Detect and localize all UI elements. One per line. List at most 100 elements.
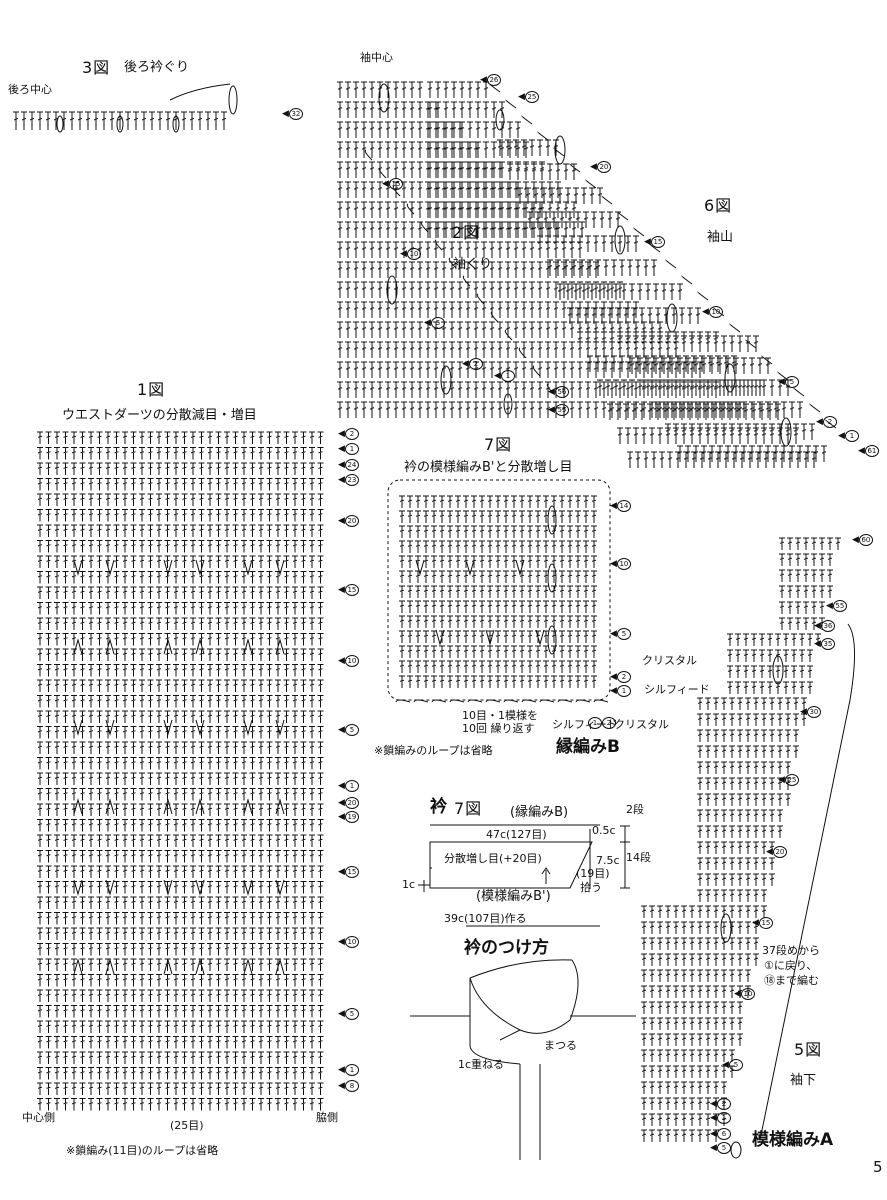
collar-overlap-left: 1c (402, 878, 416, 891)
fig3-row-mark: ◀32 (282, 108, 303, 120)
fig2-subtitle: 袖ぐり (453, 257, 493, 272)
fig7-bottom-mark: 1 (588, 717, 602, 729)
fig7-bottom-mark: 2 (602, 717, 616, 729)
fig5-note-1: 37段めから (762, 944, 820, 957)
fig5-row-mark: ◀1 (710, 1112, 731, 1124)
fig5-row-mark: ◀25 (778, 774, 799, 786)
fig2-row-mark: ◀10 (400, 248, 421, 260)
fig5-subtitle: 袖下 (790, 1073, 817, 1088)
collar-height-1: 0.5c (592, 824, 616, 837)
attach-title: 衿のつけ方 (464, 938, 549, 958)
fig7-row-mark: ◀14 (610, 500, 631, 512)
fig5-row-mark: ◀36 (814, 620, 835, 632)
fig7-row-mark: ◀1 (610, 685, 631, 697)
fig1-row-mark: ◀8 (338, 1080, 359, 1092)
collar-side-pick-2: 拾う (580, 881, 602, 894)
fig7-row-mark: ◀5 (610, 628, 631, 640)
fig5-row-mark: ◀55 (826, 600, 847, 612)
fig1-row-mark: ◀15 (338, 866, 359, 878)
collar-rows-1: 2段 (626, 803, 644, 816)
fig6-row-mark: ◀61 (858, 445, 879, 457)
fig1-row-mark: ◀5 (338, 1008, 359, 1020)
fig6-row-mark: ◀2 (816, 416, 837, 428)
fig2-row-mark: ◀5 (424, 317, 445, 329)
fig6-subtitle: 袖山 (707, 230, 734, 245)
collar-top-label: (縁編みB) (510, 805, 569, 820)
fig1-row-mark: ◀23 (338, 474, 359, 486)
fig3-title: 3図 (82, 58, 111, 77)
fig2-row-mark: ◀15 (382, 178, 403, 190)
fig5-row-mark: ◀15 (752, 917, 773, 929)
fig6-row-mark: ◀1 (838, 430, 859, 442)
fig2-row-mark: ◀55 (548, 404, 569, 416)
fig6-center-label: 袖中心 (360, 51, 393, 64)
fig7-title: 7図 (484, 435, 513, 454)
fig3-center-label: 後ろ中心 (8, 83, 52, 96)
fig5-row-mark: ◀30 (800, 706, 821, 718)
fig1-title: 1図 (137, 380, 166, 399)
fig7-subtitle: 衿の模様編みB'と分散増し目 (404, 460, 573, 475)
fig5-row-mark: ◀10 (734, 988, 755, 1000)
collar-increase-label: 分散増し目(+20目) (444, 852, 542, 865)
fig5-row-mark: ◀6 (710, 1128, 731, 1140)
collar-height-2: 7.5c (596, 854, 620, 867)
fig5-row-mark: ◀5 (722, 1059, 743, 1071)
fig1-row-mark: ◀1 (338, 1064, 359, 1076)
fig3-subtitle: 後ろ衿ぐり (124, 60, 190, 75)
fig7-repeat-note-2: 10回 繰り返す (462, 722, 535, 735)
fig6-row-mark: ◀20 (590, 161, 611, 173)
fig2-title: 2図 (452, 223, 481, 242)
fig6-row-mark: ◀25 (518, 91, 539, 103)
fig1-note: ※鎖編み(11目)のループは省略 (66, 1144, 219, 1157)
collar-pattern-label: (模様編みB') (476, 889, 551, 904)
fig1-subtitle: ウエストダーツの分散減目・増目 (62, 408, 257, 423)
attach-overlap-label: 1c重ねる (458, 1058, 505, 1071)
collar-width-label: 47c(127目) (486, 828, 547, 841)
fig6-row-mark: ◀26 (480, 74, 501, 86)
fig7-repeat-note-1: 10目・1模様を (462, 709, 538, 722)
fig1-row-mark: ◀19 (338, 811, 359, 823)
attach-stitch-label: まつる (544, 1039, 577, 1052)
collar-cast-on-label: 39c(107目)作る (444, 912, 527, 925)
fig1-row-mark: ◀20 (338, 515, 359, 527)
fig1-stitch-count: (25目) (170, 1119, 204, 1132)
page-number: 5 (873, 1158, 883, 1176)
fig6-row-mark: ◀5 (778, 376, 799, 388)
fig6-row-mark: ◀10 (702, 306, 723, 318)
fig5-row-mark: ◀5 (710, 1142, 731, 1154)
fig1-row-mark: ◀5 (338, 724, 359, 736)
fig6-title: 6図 (704, 196, 733, 215)
fig1-right-label: 脇側 (316, 1111, 338, 1124)
fig2-row-mark: ◀2 (462, 358, 483, 370)
fig5-note-2: ①に戻り、 (764, 959, 818, 972)
fig6-row-mark: ◀15 (644, 236, 665, 248)
fig5-pattern-label: 模様編みA (752, 1130, 834, 1150)
fig1-row-mark: ◀1 (338, 443, 359, 455)
fig1-row-mark: ◀10 (338, 936, 359, 948)
fig5-row-mark: ◀35 (814, 638, 835, 650)
fig7-yarn-2: シルフィード (644, 683, 710, 696)
fig1-left-label: 中心側 (22, 1111, 55, 1124)
fig7-note: ※鎖編みのループは省略 (374, 744, 493, 757)
fig7-yarn-bottom-right: クリスタル (614, 718, 669, 731)
fig1-row-mark: ◀10 (338, 655, 359, 667)
collar-fig-ref: 7図 (454, 799, 483, 818)
fig5-row-mark: ◀20 (766, 846, 787, 858)
fig1-row-mark: ◀20 (338, 797, 359, 809)
fig1-row-mark: ◀15 (338, 584, 359, 596)
fig7-row-mark: ◀2 (610, 671, 631, 683)
fig5-row-mark: ◀60 (852, 534, 873, 546)
collar-rows-2: 14段 (626, 851, 651, 864)
collar-title: 衿 (430, 797, 447, 817)
fig5-title: 5図 (794, 1040, 823, 1059)
fig1-row-mark: ◀1 (338, 780, 359, 792)
fig1-row-mark: ◀24 (338, 459, 359, 471)
fig2-row-mark: ◀56 (548, 386, 569, 398)
fig7-yarn-bottom-left: シルフィード (552, 718, 618, 731)
fig1-row-mark: ◀2 (338, 428, 359, 440)
fig5-row-mark: ◀2 (710, 1098, 731, 1110)
fig7-border-title: 縁編みB (556, 737, 620, 757)
fig7-yarn-1: クリスタル (642, 654, 697, 667)
